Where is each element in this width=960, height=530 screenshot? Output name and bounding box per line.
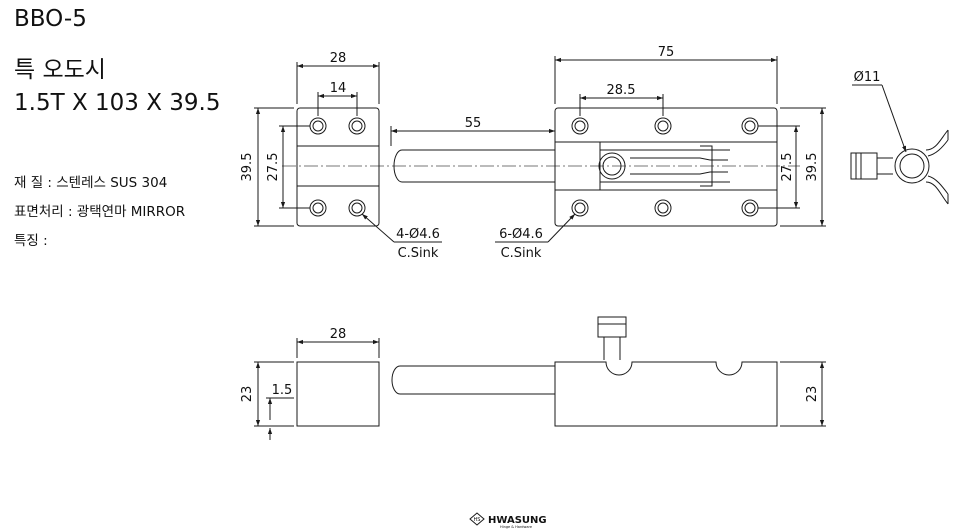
product-name: 특 오도시 [14,57,106,83]
logo-tagline: Hinge & Hardware [500,525,532,529]
dim-bolt-extension: 55 [390,116,555,146]
dim-keeper-pitch-label: 14 [330,81,347,96]
dim-side-body-height: 23 [780,361,826,427]
spec-material: 재 질 : 스텐레스 SUS 304 [14,175,168,191]
dim-body-pitch-label: 28.5 [607,83,636,98]
side-body [554,361,778,427]
end-view-diameter: Ø11 [854,70,881,85]
dim-keeper-height: 39.5 [240,107,294,227]
dim-keeper-width-label: 28 [330,51,347,66]
logo-badge-icon [469,512,485,526]
dim-side-keeper-height-label: 23 [240,386,255,403]
dim-keeper-pitch: 14 [317,81,358,116]
dim-side-body-height-label: 23 [805,386,820,403]
brand-logo: HS HWASUNG Hinge & Hardware [469,512,547,529]
leader-keeper-holes: 4-Ø4.6 C.Sink [361,213,442,261]
dim-keeper-width: 28 [296,51,380,104]
dim-thickness-label: 1.5 [272,383,293,398]
spec-finish: 표면처리 : 광택연마 MIRROR [14,204,186,220]
body-plate [554,107,778,227]
overall-dimensions: 1.5T X 103 X 39.5 [14,90,221,116]
dim-thickness: 1.5 [266,383,294,440]
dim-side-keeper-width: 28 [296,327,380,358]
body-holes-spec: 6-Ø4.6 [499,227,543,242]
spec-features: 특징 : [14,233,48,249]
bolt-section [894,148,930,184]
dim-side-keeper-width-label: 28 [330,327,347,342]
dim-body-length: 75 [554,45,778,104]
dim-body-height: 39.5 [780,107,826,227]
dim-keeper-vpitch-label: 27.5 [266,153,281,182]
bolt-knob-top [598,152,626,180]
side-view: 28 23 1.5 23 [240,316,826,440]
logo-badge: HS [474,517,481,523]
dim-body-vpitch: 27.5 [758,125,800,209]
side-keeper [296,361,380,427]
side-knob [597,316,627,360]
body-holes-csink: C.Sink [501,246,542,261]
model-code: BBO-5 [14,6,87,32]
keeper-holes [309,117,366,217]
bolt-rod [393,149,555,183]
dim-body-vpitch-label: 27.5 [780,153,795,182]
dim-body-pitch: 28.5 [579,83,664,116]
leader-body-holes: 6-Ø4.6 C.Sink [495,213,576,261]
end-view: Ø11 [850,70,949,205]
dim-side-keeper-height: 23 [240,361,294,427]
top-view: 28 14 39.5 27.5 55 [240,45,826,261]
dim-body-height-label: 39.5 [805,153,820,182]
logo-brand: HWASUNG [488,515,547,526]
dim-body-length-label: 75 [658,45,675,60]
dim-keeper-height-label: 39.5 [240,153,255,182]
keeper-holes-csink: C.Sink [398,246,439,261]
side-bolt [391,365,555,395]
dim-keeper-vpitch: 27.5 [266,125,310,209]
keeper-plate [296,107,380,227]
keeper-holes-spec: 4-Ø4.6 [396,227,440,242]
dim-bolt-extension-label: 55 [465,116,482,131]
